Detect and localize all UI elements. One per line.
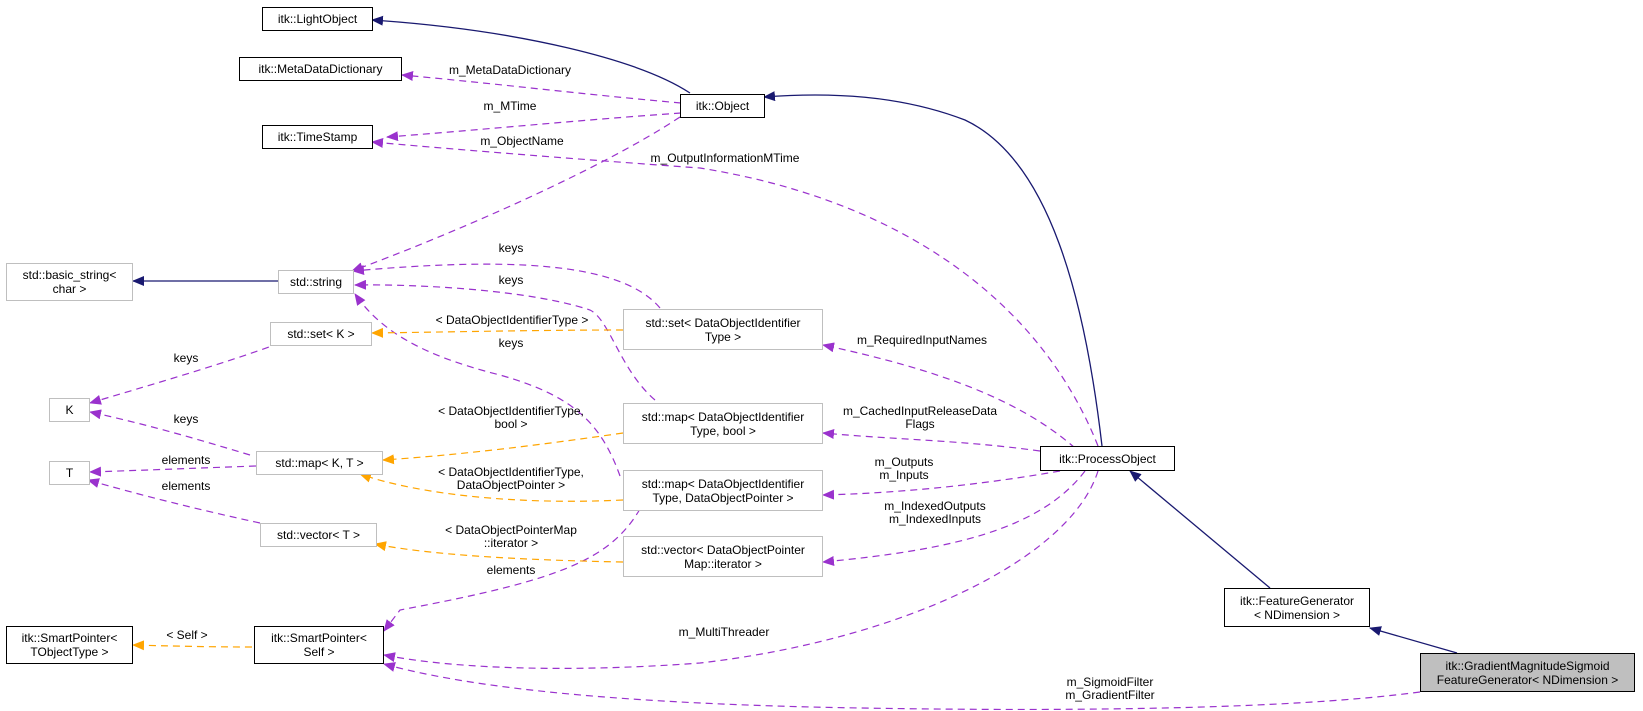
- node-std-set-k[interactable]: std::set< K >: [270, 322, 372, 346]
- node-std-basic-string[interactable]: std::basic_string< char >: [6, 263, 133, 301]
- edge-mapdop-to-mapkt: [359, 472, 624, 502]
- node-std-vector-t[interactable]: std::vector< T >: [260, 523, 377, 547]
- node-itk-processobject[interactable]: itk::ProcessObject: [1040, 446, 1175, 471]
- node-itk-lightobject[interactable]: itk::LightObject: [262, 7, 373, 31]
- label-vector-template: < DataObjectPointerMap ::iterator >: [445, 523, 577, 550]
- label-keys-set-string: keys: [498, 241, 524, 255]
- node-itk-timestamp[interactable]: itk::TimeStamp: [262, 125, 373, 149]
- label-keys-map-string: keys: [498, 273, 524, 287]
- edge-processobject-to-smartself: [383, 470, 1099, 669]
- edge-mapdop-to-smartself: [383, 508, 641, 632]
- label-m-indexedoutputs-inputs: m_IndexedOutputs m_IndexedInputs: [884, 499, 986, 526]
- node-itk-gradientmagnitudesigmoidfeaturegenerator[interactable]: itk::GradientMagnitudeSigmoid FeatureGen…: [1420, 653, 1635, 692]
- edge-processobject-to-timestamp: [371, 137, 1099, 447]
- node-std-string[interactable]: std::string: [278, 270, 354, 294]
- edge-featuregenerator-to-processobject: [1129, 470, 1271, 589]
- label-m-cachedinputreleasedataflags: m_CachedInputReleaseData Flags: [842, 404, 998, 431]
- node-std-map-doid-bool[interactable]: std::map< DataObjectIdentifier Type, boo…: [623, 403, 823, 444]
- edge-object-to-timestamp: [386, 112, 682, 142]
- label-keys-map-k: keys: [173, 412, 199, 426]
- edge-processobject-to-mapbool: [822, 429, 1041, 452]
- label-m-sigmoid-gradient-filter: m_SigmoidFilter m_GradientFilter: [1065, 675, 1155, 702]
- node-std-set-doid[interactable]: std::set< DataObjectIdentifier Type >: [623, 309, 823, 350]
- edge-processobject-to-object: [763, 91, 1103, 447]
- label-keys-set-k: keys: [173, 351, 199, 365]
- label-m-objectname: m_ObjectName: [480, 134, 564, 148]
- edge-processobject-to-setdoid: [822, 342, 1076, 449]
- label-elements-map-t: elements: [161, 453, 211, 467]
- edge-processobject-to-vectordopm: [822, 470, 1086, 566]
- edge-processobject-to-mapdop: [822, 470, 1061, 500]
- label-map-dop-template: < DataObjectIdentifierType, DataObjectPo…: [438, 465, 584, 492]
- node-k[interactable]: K: [49, 398, 90, 422]
- label-map-bool-template: < DataObjectIdentifierType, bool >: [438, 404, 584, 431]
- label-m-mtime: m_MTime: [483, 99, 537, 113]
- node-itk-featuregenerator[interactable]: itk::FeatureGenerator < NDimension >: [1224, 588, 1370, 627]
- edge-setk-to-k: [89, 342, 281, 405]
- node-itk-smartpointer-self[interactable]: itk::SmartPointer< Self >: [254, 626, 384, 664]
- node-t[interactable]: T: [49, 461, 90, 485]
- label-m-multithreader: m_MultiThreader: [678, 625, 770, 639]
- edge-mapbool-to-string: [354, 279, 656, 401]
- edge-setdoid-to-string: [352, 263, 661, 309]
- edge-vectort-to-t: [87, 478, 261, 524]
- node-itk-smartpointer-tobjecttype[interactable]: itk::SmartPointer< TObjectType >: [6, 626, 133, 664]
- edge-object-to-metadatadictionary: [401, 71, 682, 104]
- edge-vectordopm-to-vectort: [374, 541, 624, 563]
- label-keys-vector-string: keys: [498, 336, 524, 350]
- edge-mapbool-to-mapkt: [382, 432, 624, 465]
- node-std-vector-dopm[interactable]: std::vector< DataObjectPointer Map::iter…: [623, 536, 823, 577]
- label-m-metadatadictionary: m_MetaDataDictionary: [448, 63, 572, 77]
- edge-object-to-string: [351, 116, 681, 272]
- label-self-template: < Self >: [166, 628, 208, 642]
- edge-mapdop-to-string: [354, 293, 621, 477]
- edge-setdoid-to-setk: [371, 327, 624, 338]
- node-itk-metadatadictionary[interactable]: itk::MetaDataDictionary: [239, 57, 402, 81]
- node-itk-object[interactable]: itk::Object: [680, 94, 765, 118]
- node-std-map-kt[interactable]: std::map< K, T >: [256, 451, 383, 475]
- node-std-map-doid-dop[interactable]: std::map< DataObjectIdentifier Type, Dat…: [623, 470, 823, 511]
- label-m-outputinformationmtime: m_OutputInformationMTime: [650, 151, 800, 165]
- label-set-template: < DataObjectIdentifierType >: [435, 313, 589, 327]
- label-elements-vector-t: elements: [161, 479, 211, 493]
- label-m-requiredinputnames: m_RequiredInputNames: [856, 333, 988, 347]
- edge-object-to-lightobject: [371, 15, 691, 94]
- edge-mapkt-to-t: [89, 465, 257, 477]
- label-elements-smart: elements: [486, 563, 536, 577]
- edge-mapkt-to-k: [89, 409, 251, 456]
- label-m-outputs-inputs: m_Outputs m_Inputs: [874, 455, 934, 482]
- edge-gradient-to-featuregenerator: [1369, 626, 1458, 654]
- edge-gradient-to-smartself: [383, 662, 1421, 711]
- edge-smartself-to-smarttobject: [132, 640, 253, 651]
